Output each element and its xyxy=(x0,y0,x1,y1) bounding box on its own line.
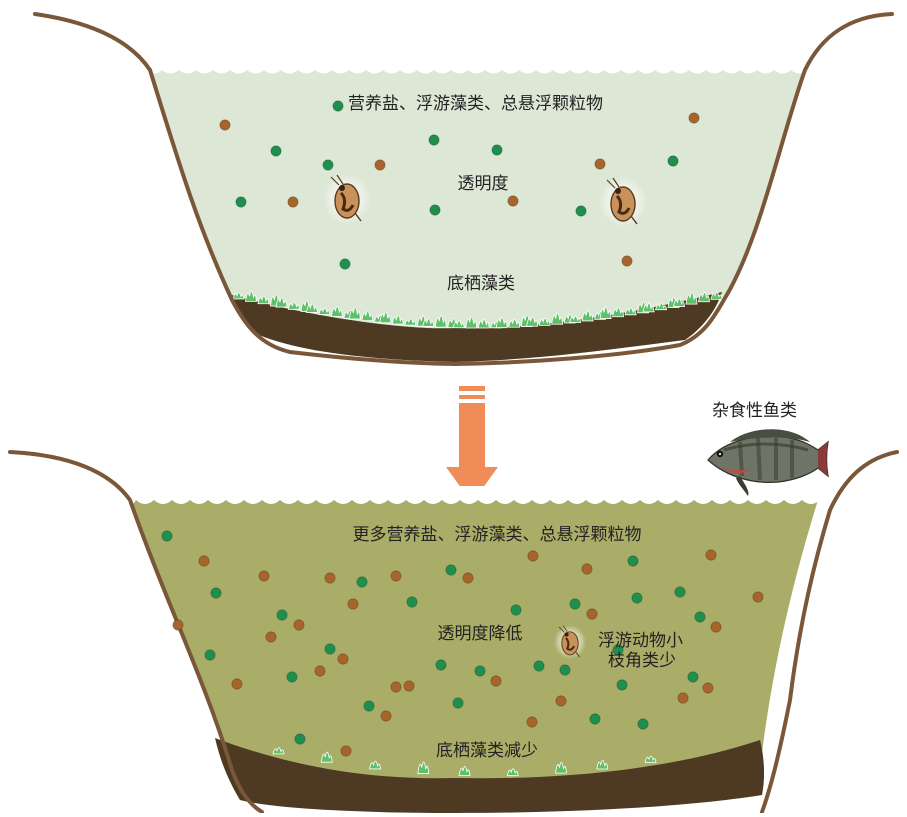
green-particle xyxy=(277,610,287,620)
bottom-transparency-label: 透明度降低 xyxy=(438,624,523,644)
bottom-nutrients-label: 更多营养盐、浮游藻类、总悬浮颗粒物 xyxy=(353,525,642,545)
brown-particle xyxy=(259,571,269,581)
down-arrow-icon xyxy=(446,386,498,503)
green-particle xyxy=(590,714,600,724)
brown-particle xyxy=(689,113,699,123)
zooplankton-small-icon xyxy=(554,625,587,659)
green-particle xyxy=(511,605,521,615)
green-particle xyxy=(429,135,439,145)
green-particle xyxy=(475,666,485,676)
green-particle xyxy=(407,597,417,607)
bottom-zooplankton-label-line2: 枝角类少 xyxy=(608,651,676,671)
brown-particle xyxy=(341,746,351,756)
brown-particle xyxy=(582,564,592,574)
brown-particle xyxy=(391,571,401,581)
green-particle xyxy=(323,160,333,170)
brown-particle xyxy=(678,693,688,703)
brown-particle xyxy=(199,556,209,566)
green-particle xyxy=(287,672,297,682)
zooplankton-left-icon xyxy=(323,174,371,224)
green-particle xyxy=(364,701,374,711)
brown-particle xyxy=(338,654,348,664)
brown-particle xyxy=(463,573,473,583)
green-particle xyxy=(236,197,246,207)
green-particle xyxy=(560,665,570,675)
green-particle xyxy=(617,680,627,690)
green-particle xyxy=(638,719,648,729)
green-particle xyxy=(205,650,215,660)
brown-particle xyxy=(753,592,763,602)
brown-particle xyxy=(508,196,518,206)
brown-particle xyxy=(622,256,632,266)
green-particle xyxy=(436,660,446,670)
brown-particle xyxy=(404,681,414,691)
brown-particle xyxy=(587,609,597,619)
brown-particle xyxy=(491,676,501,686)
brown-particle xyxy=(315,666,325,676)
brown-particle xyxy=(391,682,401,692)
green-particle xyxy=(668,156,678,166)
brown-particle xyxy=(288,197,298,207)
brown-particle xyxy=(703,683,713,693)
green-particle xyxy=(632,593,642,603)
brown-particle xyxy=(706,550,716,560)
brown-particle xyxy=(381,711,391,721)
green-particle xyxy=(576,206,586,216)
brown-particle xyxy=(173,620,183,630)
fish-label: 杂食性鱼类 xyxy=(712,401,797,421)
green-particle xyxy=(695,612,705,622)
brown-particle xyxy=(266,632,276,642)
brown-particle xyxy=(232,679,242,689)
brown-particle xyxy=(527,717,537,727)
green-particle xyxy=(295,734,305,744)
brown-particle xyxy=(220,120,230,130)
brown-particle xyxy=(595,159,605,169)
green-particle xyxy=(453,698,463,708)
green-particle xyxy=(534,661,544,671)
green-particle xyxy=(430,205,440,215)
green-particle xyxy=(688,672,698,682)
green-particle xyxy=(492,145,502,155)
brown-particle xyxy=(711,622,721,632)
green-particle xyxy=(333,101,343,111)
green-particle xyxy=(357,577,367,587)
green-particle xyxy=(446,565,456,575)
top-benthic-algae-label: 底栖藻类 xyxy=(447,274,515,294)
green-particle xyxy=(570,599,580,609)
bottom-benthic-algae-label: 底栖藻类减少 xyxy=(436,741,538,761)
green-particle xyxy=(675,587,685,597)
top-transparency-label: 透明度 xyxy=(458,174,509,194)
zooplankton-right-icon xyxy=(599,177,647,227)
green-particle xyxy=(340,259,350,269)
green-particle xyxy=(628,556,638,566)
bottom-zooplankton-label-line1: 浮游动物小 xyxy=(598,631,683,651)
brown-particle xyxy=(528,551,538,561)
brown-particle xyxy=(325,573,335,583)
green-particle xyxy=(271,146,281,156)
bottom-pond-water-surface xyxy=(128,486,820,504)
brown-particle xyxy=(294,620,304,630)
brown-particle xyxy=(375,160,385,170)
brown-particle xyxy=(348,599,358,609)
green-particle xyxy=(211,588,221,598)
green-particle xyxy=(325,644,335,654)
tilapia-fish-icon xyxy=(708,429,828,496)
brown-particle xyxy=(556,696,566,706)
green-particle xyxy=(162,531,172,541)
top-nutrients-label: 营养盐、浮游藻类、总悬浮颗粒物 xyxy=(348,94,603,114)
